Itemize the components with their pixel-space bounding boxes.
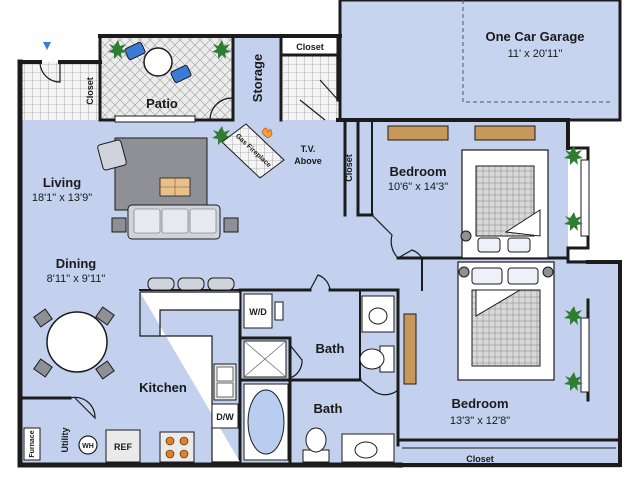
washer-dryer-box bbox=[243, 293, 273, 329]
exterior-plants bbox=[564, 146, 583, 391]
garage-door-track bbox=[462, 0, 612, 103]
bedroom2-door bbox=[397, 249, 423, 259]
bedroom1-name: Bedroom bbox=[389, 164, 446, 179]
end-table-icon bbox=[223, 217, 239, 233]
end-table-icon bbox=[111, 217, 127, 233]
dining-table-icon bbox=[46, 311, 108, 373]
plant-icon bbox=[212, 126, 231, 145]
pillow-icon bbox=[507, 267, 539, 285]
sink-icon bbox=[354, 441, 378, 459]
dining-dims: 8'11" x 9'11" bbox=[47, 273, 106, 285]
bar-stool-icon bbox=[147, 277, 175, 291]
wh-label: WH bbox=[82, 443, 94, 450]
pillow-icon bbox=[471, 267, 503, 285]
plant-icon bbox=[564, 372, 583, 391]
toilet-icon bbox=[359, 348, 385, 370]
bedroom2-furniture bbox=[402, 261, 616, 449]
bedroom1-door bbox=[371, 214, 399, 259]
storage-name: Storage bbox=[250, 54, 265, 102]
patio-chair-icon bbox=[124, 41, 146, 61]
garage-entry-door bbox=[299, 79, 339, 121]
closet-bed2-label: Closet bbox=[466, 454, 494, 464]
fireplace bbox=[221, 123, 285, 179]
storage-floor bbox=[233, 38, 281, 120]
patio-furniture bbox=[108, 40, 231, 145]
garage-dims: 11' x 20'11" bbox=[508, 48, 563, 60]
bedroom1-dims: 10'6" x 14'3" bbox=[388, 181, 448, 193]
living-dims: 18'1" x 13'9" bbox=[32, 192, 92, 204]
nightstand-icon bbox=[542, 266, 554, 278]
dining-furniture bbox=[33, 306, 115, 380]
dining-chair-icon bbox=[95, 306, 115, 326]
sink-icon bbox=[368, 307, 388, 325]
plant-icon bbox=[564, 212, 583, 231]
tv-label-line2: Above bbox=[294, 156, 322, 166]
dw-label: D/W bbox=[216, 412, 234, 422]
fridge-box bbox=[105, 429, 141, 463]
kitchen-name: Kitchen bbox=[139, 380, 187, 395]
dining-name: Dining bbox=[56, 256, 96, 271]
bath1-name: Bath bbox=[316, 341, 345, 356]
wd-label: W/D bbox=[249, 307, 267, 317]
dresser-icon bbox=[403, 313, 417, 385]
bath2-name: Bath bbox=[314, 401, 343, 416]
closet-top-label: Closet bbox=[296, 42, 324, 52]
living-name: Living bbox=[43, 175, 81, 190]
dresser-icon bbox=[387, 125, 449, 141]
kitchen-fixtures bbox=[105, 277, 241, 463]
pillow-icon bbox=[507, 237, 531, 253]
closet-top-floor bbox=[283, 55, 338, 120]
entry-floor bbox=[22, 62, 100, 120]
flame-icon bbox=[261, 127, 273, 138]
stove-icon bbox=[159, 431, 195, 463]
furnace-box bbox=[23, 427, 41, 461]
utility-fixtures bbox=[23, 427, 98, 461]
doors bbox=[39, 61, 423, 420]
storage-door bbox=[209, 97, 233, 121]
living-furniture bbox=[97, 137, 239, 240]
plant-icon bbox=[108, 40, 127, 59]
wd-door bbox=[309, 274, 331, 291]
windows bbox=[114, 115, 590, 393]
patio-chair-icon bbox=[170, 64, 192, 84]
entry-arrow-icon bbox=[43, 42, 51, 50]
dining-chair-icon bbox=[33, 308, 53, 328]
garage-name: One Car Garage bbox=[486, 29, 585, 44]
nightstand-icon bbox=[458, 266, 470, 278]
plant-icon bbox=[564, 306, 583, 325]
bath-fixtures bbox=[243, 293, 395, 463]
bath2-door bbox=[359, 379, 399, 396]
water-heater-icon bbox=[78, 435, 98, 455]
bar-stool-icon bbox=[177, 277, 205, 291]
entry-door bbox=[39, 61, 61, 83]
plant-icon bbox=[212, 40, 231, 59]
garage-floor bbox=[340, 0, 620, 120]
bedroom2-dims: 13'3" x 12'8" bbox=[450, 415, 510, 427]
bath1-door bbox=[289, 344, 303, 379]
tv-label-line1: T.V. bbox=[301, 144, 316, 154]
bar-stool-icon bbox=[207, 277, 235, 291]
bedroom1-furniture bbox=[387, 125, 549, 259]
patio-name: Patio bbox=[146, 96, 178, 111]
nightstand-icon bbox=[460, 230, 472, 242]
furnace-label: Furnace bbox=[29, 430, 36, 457]
utility-door bbox=[69, 396, 96, 420]
closet-bed1-label: Closet bbox=[344, 154, 354, 182]
ref-label: REF bbox=[114, 442, 133, 452]
dresser-icon bbox=[474, 125, 536, 141]
toilet-icon bbox=[305, 427, 327, 453]
closet-entry-label: Closet bbox=[85, 77, 95, 105]
utility-label: Utility bbox=[60, 427, 70, 452]
plant-icon bbox=[564, 146, 583, 165]
rug bbox=[114, 137, 208, 211]
armchair-icon bbox=[97, 139, 127, 171]
dining-chair-icon bbox=[95, 360, 115, 380]
dishwasher-box bbox=[211, 403, 239, 429]
bedroom2-name: Bedroom bbox=[451, 396, 508, 411]
patio-table-icon bbox=[143, 47, 173, 77]
pillow-icon bbox=[477, 237, 501, 253]
dining-chair-icon bbox=[33, 358, 53, 378]
